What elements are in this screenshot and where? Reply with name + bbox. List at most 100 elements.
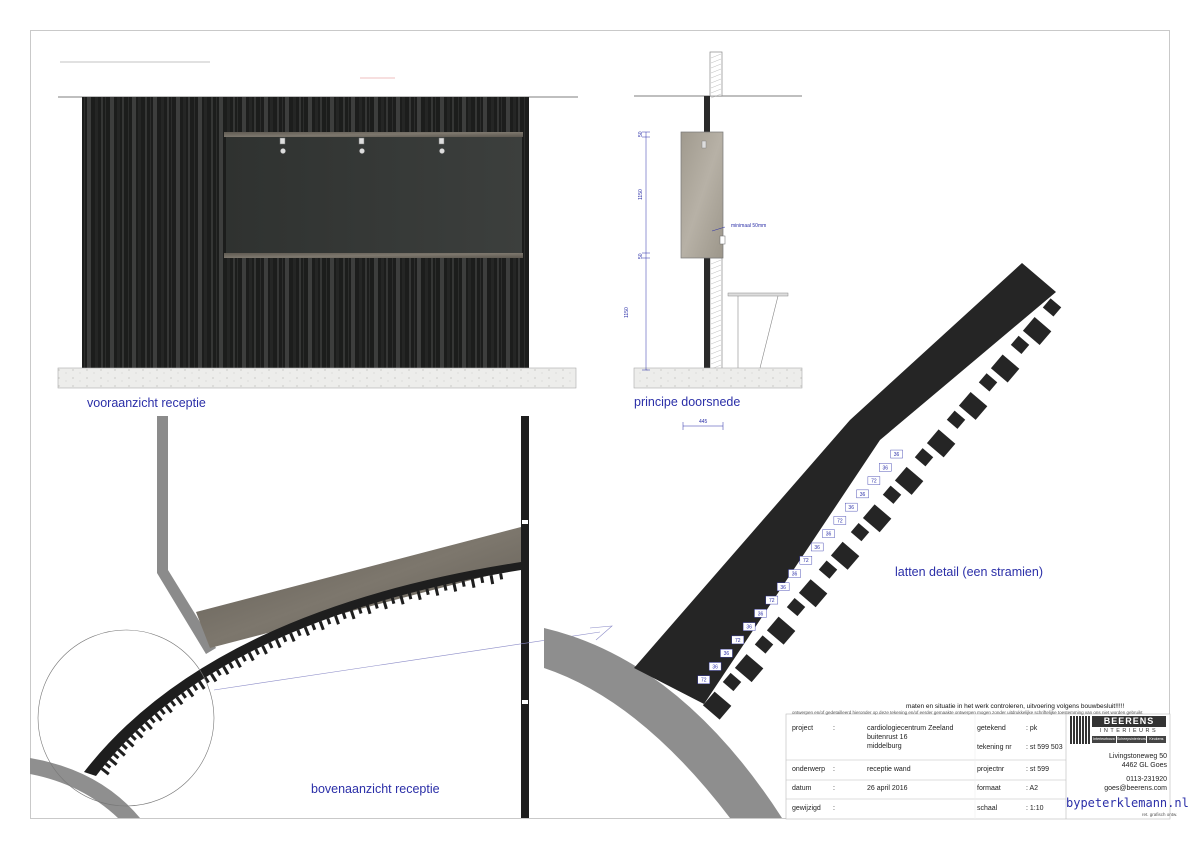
detail-slats — [702, 298, 1062, 720]
hatch-line — [710, 334, 722, 340]
panel-top-edge — [224, 132, 523, 137]
top-slat — [399, 595, 405, 605]
detail-slat — [734, 654, 764, 683]
detail-dim-label: 36 — [758, 611, 764, 617]
top-slat — [186, 688, 195, 698]
top-slat — [480, 576, 485, 584]
top-slat — [382, 599, 388, 610]
hatch-line — [710, 68, 722, 74]
hatch-line — [710, 344, 722, 350]
hatch-line — [710, 354, 722, 360]
detail-dim-box — [856, 489, 869, 499]
company-address-2: 4462 GL Goes — [1121, 762, 1167, 769]
tb-gewijzigd-colon: : — [833, 805, 835, 812]
wall-slat — [110, 97, 114, 368]
wall-slat — [138, 97, 141, 368]
tb-project-label: project — [792, 725, 814, 732]
logo-name: BEERENS — [1092, 716, 1166, 727]
detail-slat — [978, 373, 998, 392]
note-main: maten en situatie in het werk controlere… — [906, 703, 1125, 710]
wall-slat — [194, 97, 195, 368]
detail-dim-box — [776, 582, 790, 591]
tb-getekend-value: : pk — [1026, 725, 1038, 732]
wall-slat — [84, 97, 85, 368]
section-panel — [680, 131, 724, 259]
front-view-drawing — [57, 61, 578, 389]
top-view-drawing — [30, 416, 613, 818]
top-slat — [443, 584, 448, 591]
detail-dim-box — [845, 502, 858, 512]
top-slat — [461, 580, 466, 587]
wall-slat — [204, 97, 207, 368]
top-slat — [434, 586, 440, 596]
dim-note-minimaal: minimaal 50mm — [731, 223, 766, 229]
logo-barcode-mark — [1070, 716, 1090, 744]
detail-dim-box — [879, 463, 892, 472]
detail-slat — [830, 541, 860, 570]
top-slat — [489, 574, 495, 585]
wall-slat — [524, 97, 525, 368]
detail-dim-box — [822, 529, 835, 538]
top-slat — [149, 716, 156, 724]
tb-project-value-3: middelburg — [867, 743, 902, 750]
slat-layer-lower — [704, 258, 710, 370]
top-slat — [100, 767, 110, 776]
wall-slat — [150, 97, 151, 368]
top-slat — [135, 730, 144, 739]
top-slat — [407, 592, 413, 600]
detail-dim-label: 36 — [724, 651, 730, 657]
wall-hatch — [710, 53, 722, 370]
wall-slat — [132, 97, 136, 368]
top-slat — [125, 739, 135, 748]
hatch-line — [710, 78, 722, 84]
detail-dim-label: 36 — [780, 585, 786, 591]
slat-layer-upper — [704, 96, 710, 132]
detail-slat-band — [634, 263, 1056, 704]
hatch-line — [710, 299, 722, 305]
top-slat — [282, 635, 288, 643]
detail-slat — [1042, 298, 1062, 317]
designer-sig-tag: ret. grafisch ontw. — [1142, 812, 1178, 817]
hatch-line — [710, 329, 722, 335]
detail-dim-box — [697, 675, 710, 684]
wall-slat — [188, 97, 190, 368]
wall-slat — [219, 97, 223, 368]
wall-slat — [87, 97, 91, 368]
wall-slat — [167, 97, 169, 368]
detail-dim-label: 72 — [837, 518, 843, 524]
company-address-1: Livingstoneweg 50 — [1109, 753, 1167, 760]
wall-slat — [161, 97, 164, 368]
top-slat — [499, 573, 504, 580]
tb-onderwerp-label: onderwerp — [792, 766, 826, 773]
top-slat — [144, 721, 153, 730]
hatch-line — [710, 349, 722, 355]
section-panel-bracket — [719, 235, 726, 245]
top-wall-angled — [157, 416, 216, 654]
top-slat — [357, 607, 363, 614]
hatch-line — [710, 83, 722, 89]
detail-dim-box — [720, 648, 733, 658]
tb-tekening-label: tekening nr — [977, 744, 1012, 751]
top-slat — [334, 615, 340, 625]
top-column-marks — [522, 520, 528, 704]
tb-schaal-label: schaal — [977, 805, 998, 812]
top-slat — [303, 626, 310, 637]
tb-datum-value: 26 april 2016 — [867, 785, 908, 792]
logo-tag-1: Interieurbouw — [1092, 736, 1116, 743]
top-wood-desk — [196, 527, 521, 648]
detail-slat — [754, 635, 774, 654]
top-slat — [175, 696, 184, 706]
hatch-line — [710, 294, 722, 300]
top-slat — [452, 582, 458, 592]
top-slat — [275, 638, 282, 649]
section-lamp — [701, 140, 707, 149]
detail-slat — [946, 410, 966, 429]
hatch-line — [710, 284, 722, 290]
dim-1150-lower: 1150 — [624, 307, 630, 318]
spotlights — [279, 137, 445, 154]
tb-onderwerp-colon: : — [833, 766, 835, 773]
section-dimension-lines — [642, 131, 726, 430]
tb-onderwerp-value: receptie wand — [867, 766, 911, 773]
front-floor — [57, 367, 577, 389]
